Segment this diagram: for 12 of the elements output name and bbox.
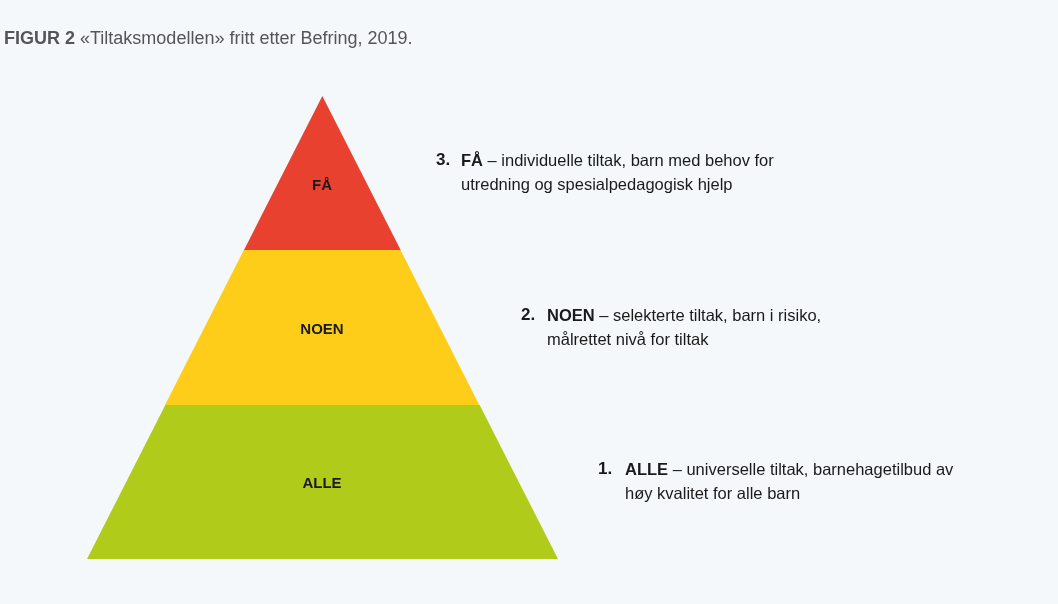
level-label: FÅ	[312, 175, 332, 193]
level-description: FÅ – individuelle tiltak, barn med behov for utredning og spesialpedagogisk hjelp	[461, 150, 775, 195]
pyramid-level	[164, 250, 480, 405]
level-label: ALLE	[302, 473, 342, 491]
level-description: ALLE – universelle tiltak, barnehagetilbud av høy kvalitet for alle barn	[625, 459, 955, 504]
level-number: 1.	[598, 458, 613, 480]
figure-title: FIGUR 2 «Tiltaksmodellen» fritt etter Befring, 2019.	[4, 28, 413, 49]
level-description: NOEN – selekterte tiltak, barn i risiko, målrettet nivå for tiltak	[547, 305, 823, 350]
level-label: NOEN	[300, 319, 344, 337]
level-number: 3.	[436, 149, 451, 171]
level-number: 2.	[521, 304, 536, 326]
pyramid-level	[86, 405, 558, 559]
